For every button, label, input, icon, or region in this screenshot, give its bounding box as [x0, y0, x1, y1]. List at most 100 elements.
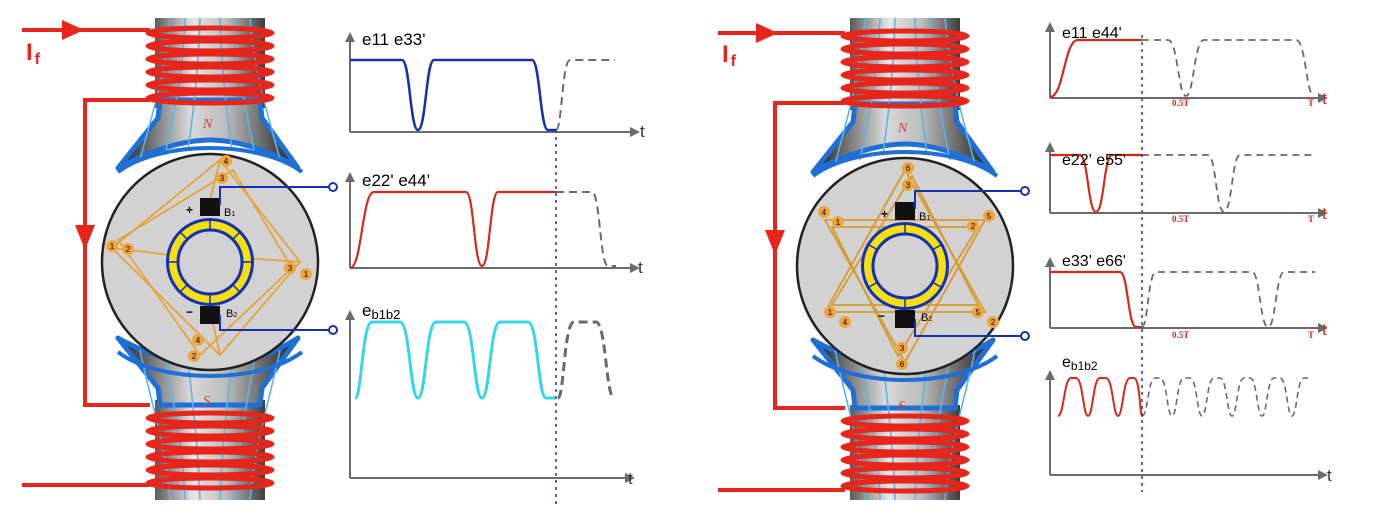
waveform-eb1b2-continued — [1141, 377, 1310, 417]
pole-label-north: N — [897, 121, 908, 136]
graph-right-4-label: eb1b2 — [1062, 354, 1098, 373]
brush-b1 — [895, 202, 915, 220]
svg-text:1: 1 — [836, 218, 841, 227]
axis-t-label: t — [1322, 204, 1327, 223]
svg-text:2: 2 — [991, 318, 996, 327]
graph-left-2: e22' e44' t — [345, 171, 643, 277]
coil-badge — [832, 216, 844, 228]
excitation-wiring-left — [22, 28, 150, 487]
coil-badge — [987, 316, 999, 328]
graph-left-3-label: eb1b2 — [362, 301, 400, 322]
coil-badge — [902, 162, 914, 174]
axis-t-label: t — [638, 258, 643, 277]
terminal-top[interactable] — [328, 182, 338, 192]
coil-badge — [188, 350, 200, 362]
coil-badge — [983, 210, 995, 222]
svg-text:6: 6 — [900, 360, 905, 369]
pole-label-north: N — [202, 117, 213, 132]
coil-badge — [220, 155, 232, 167]
graph-right-3: e33' e66' 0.5T T t — [1045, 253, 1328, 340]
svg-text:2: 2 — [126, 245, 131, 254]
coil-badge — [192, 334, 204, 346]
svg-text:2: 2 — [971, 222, 976, 231]
coil-badges-left: 4 3 1 2 3 1 4 2 — [106, 155, 312, 362]
waveform-e22-e44 — [349, 190, 556, 270]
half-period-label: 0.5T — [1172, 330, 1189, 340]
coil-badge — [896, 342, 908, 354]
axis-t-label: t — [640, 122, 645, 141]
pole-label-south: S — [898, 399, 905, 414]
coil-badge — [818, 206, 830, 218]
graph-right-2-label: e22' e55' — [1062, 152, 1126, 169]
current-arrow-right — [756, 23, 778, 43]
graph-right-1: e11 e44' 0.5T T t — [1045, 22, 1328, 108]
svg-text:5: 5 — [987, 212, 992, 221]
svg-text:1: 1 — [304, 270, 309, 279]
brush-b1-label: B1 — [919, 211, 930, 223]
axis-t-label: t — [1322, 320, 1327, 339]
brush-b1 — [200, 198, 220, 216]
excitation-wiring-right — [718, 31, 845, 492]
waveform-e11-e33 — [350, 58, 556, 132]
graph-left-1: e11 e33' t — [345, 30, 645, 141]
svg-text:3: 3 — [220, 174, 225, 183]
waveform-e11-e44-continued — [1142, 39, 1315, 97]
graph-right-4: eb1b2 t — [1045, 354, 1332, 485]
graph-left-3: eb1b2 t — [345, 301, 635, 488]
waveform-e22-e55 — [1050, 153, 1142, 214]
svg-text:2: 2 — [192, 352, 197, 361]
brush-b2-label: B2 — [226, 308, 237, 320]
graph-right-1-label: e11 e44' — [1062, 25, 1122, 42]
waveform-e33-e66-continued — [1141, 271, 1315, 328]
period-label: T — [1308, 330, 1314, 340]
waveform-e11-e44 — [1049, 38, 1142, 99]
coil-badge — [824, 306, 836, 318]
terminal-top[interactable] — [1020, 186, 1030, 196]
svg-text:1: 1 — [110, 242, 115, 251]
terminal-bottom[interactable] — [1020, 331, 1030, 341]
brush-minus-sign: − — [186, 305, 193, 319]
waveform-e33-e66 — [1050, 270, 1142, 329]
graph-right-3-label: e33' e66' — [1062, 253, 1126, 270]
coil-badge — [972, 306, 984, 318]
axis-t-label: t — [1322, 89, 1327, 108]
coil-badge — [106, 240, 118, 252]
armature-winding-left — [110, 158, 302, 357]
current-arrow-right — [62, 20, 84, 40]
svg-text:4: 4 — [843, 318, 848, 327]
axis-t-label: t — [1327, 466, 1332, 485]
brush-minus-sign: − — [878, 309, 885, 323]
field-coil-bottom — [840, 413, 970, 494]
brush-b2 — [200, 306, 220, 324]
current-arrow-down — [75, 225, 95, 250]
coil-badge — [216, 172, 228, 184]
svg-text:4: 4 — [196, 336, 201, 345]
svg-text:3: 3 — [288, 264, 293, 273]
terminal-bottom[interactable] — [328, 325, 338, 335]
coil-badge — [967, 220, 979, 232]
period-label: T — [1308, 214, 1314, 224]
svg-text:5: 5 — [976, 308, 981, 317]
svg-text:6: 6 — [906, 164, 911, 173]
brush-b2 — [895, 310, 915, 328]
coil-badge — [122, 243, 134, 255]
half-period-label: 0.5T — [1172, 214, 1189, 224]
coil-badge — [902, 179, 914, 191]
waveform-e22-e55-continued — [1142, 154, 1315, 213]
half-period-label: 0.5T — [1172, 98, 1189, 108]
svg-text:4: 4 — [822, 208, 827, 217]
svg-text:3: 3 — [900, 344, 905, 353]
brush-plus-sign: + — [881, 207, 888, 221]
period-label: T — [1308, 98, 1314, 108]
axis-t-label: t — [628, 469, 633, 488]
waveform-e11-e33-continued — [555, 59, 615, 131]
graph-right-2: e22' e55' 0.5T T t — [1045, 142, 1328, 224]
svg-text:4: 4 — [224, 157, 229, 166]
waveform-eb1b2-continued — [556, 320, 616, 400]
svg-text:1: 1 — [828, 308, 833, 317]
graph-left-2-label: e22' e44' — [362, 171, 430, 190]
output-lead-top — [914, 190, 1022, 209]
